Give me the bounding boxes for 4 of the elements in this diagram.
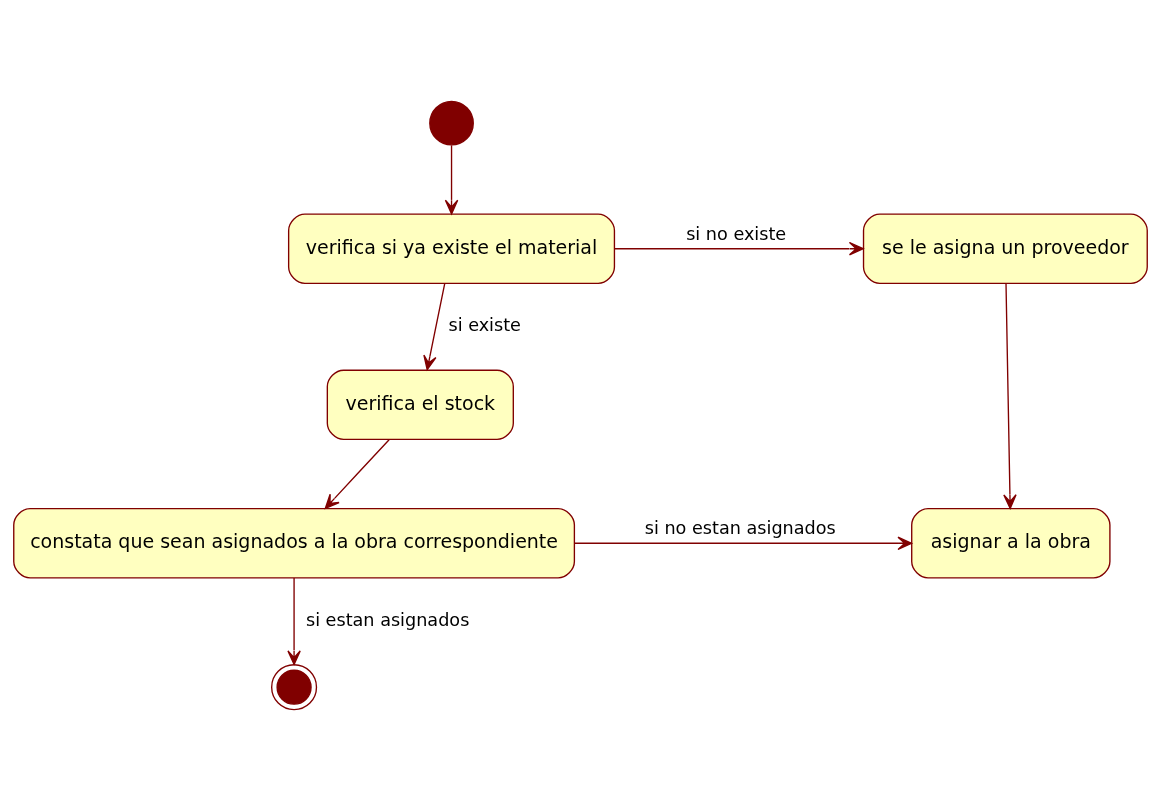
edge-label: si no existe [686, 223, 787, 244]
edge-label: si existe [448, 315, 521, 336]
edge-label: si estan asignados [305, 609, 470, 630]
edge-label: si no estan asignados [644, 518, 836, 539]
